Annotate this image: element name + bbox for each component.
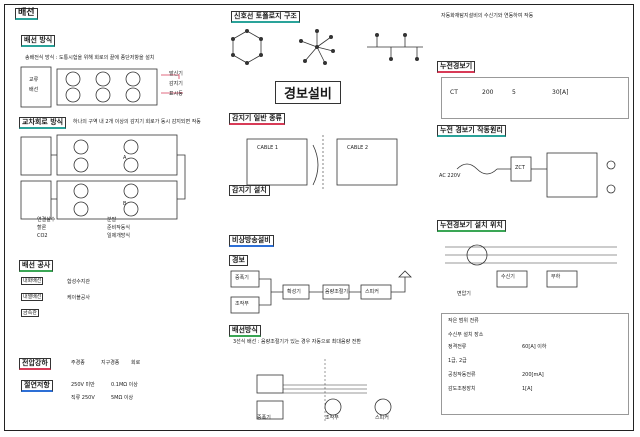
column-wiring: 배선 배선 방식 송배전식 방식 : 도통시험을 위해 회로의 끝에 종단저항을… (11, 5, 207, 430)
spec-item: 공칭작동전류 (448, 372, 476, 378)
spec-item: 1[A] (522, 386, 533, 392)
top-note: 자동화재탐지설비의 수신기와 연동하여 작동 (441, 13, 534, 19)
bottom-label: 스피커 (375, 415, 389, 421)
bullet-list: 연결살수 할론 CO2 분말 준비작동식 일제개방식 (37, 217, 187, 249)
header-insulation: 절연저항 (21, 380, 53, 392)
right-note: 발신기 (169, 71, 183, 77)
spec-item: 1급, 2급 (448, 358, 467, 364)
ac-label: AC 220V (439, 173, 461, 179)
item-text: 0.1MΩ 이상 (111, 382, 138, 388)
formula-ct: CT (450, 89, 458, 96)
block-label: 증폭기 (235, 275, 249, 281)
cable-1-label: CABLE 1 (257, 145, 279, 151)
ct-circuit-diagram (456, 152, 616, 198)
right-note: 감지기 (169, 81, 183, 87)
header-wiring-method: 배선 방식 (21, 35, 56, 47)
block-label: 음량조절기 (325, 289, 349, 295)
list-item: 일제개방식 (107, 233, 131, 239)
spec-box: 작은 범위 전류 수신부 설치 장소 정격전류 60[A] 이하 1급, 2급 … (441, 313, 629, 415)
leak-wiring-diagram (445, 244, 617, 288)
note-wiring: 송배전식 방식 : 도통시험을 위해 회로의 끝에 종단저항을 설치 (25, 55, 155, 61)
item-tag: 금속관 (21, 309, 39, 317)
spec-item: 60[A] 이하 (522, 344, 547, 350)
cable-2-label: CABLE 2 (347, 145, 369, 151)
block-label: 조작부 (235, 301, 249, 307)
formula-amp: 200 (482, 89, 494, 96)
detector-diagram (246, 135, 398, 190)
note-wiring-type: 3선식 배선 : 음량조절기가 있는 경우 자동으로 최대음량 전환 (233, 339, 361, 345)
column-alarm: 신호선 토폴로지 구조 경보설비 감지기 일반 종류 CABLE 1 CABLE… (217, 5, 431, 430)
formula-box: CT 200 5 30[A] (441, 77, 629, 119)
bottom-label: 증폭기 (257, 415, 271, 421)
broadcast-block-diagram (230, 270, 412, 314)
block-label: 확성기 (287, 289, 301, 295)
header-operation: 누전 경보기 작동원리 (437, 125, 506, 137)
item-text: 지구경종 (101, 360, 120, 366)
three-wire-diagram (256, 359, 392, 421)
spec-item: 수신부 설치 장소 (448, 332, 484, 338)
wiring-diagram (20, 66, 186, 220)
item-tag: 내열배선 (21, 293, 44, 301)
list-item: 준비작동식 (107, 225, 131, 231)
label-b: B (123, 201, 127, 207)
header-voltage-drop: 전압강하 (19, 358, 51, 370)
leak-label: 부하 (551, 274, 561, 280)
block-label: 스피커 (365, 289, 379, 295)
header-topology: 신호선 토폴로지 구조 (231, 11, 300, 23)
item-text: 250V 미만 (71, 382, 95, 388)
formula-unit: 5 (512, 89, 516, 96)
notebook-page: 배선 배선 방식 송배전식 방식 : 도통시험을 위해 회로의 끝에 종단저항을… (4, 4, 634, 431)
item-text: 5MΩ 이상 (111, 395, 134, 401)
header-cross-circuit: 교차회로 방식 (19, 117, 67, 129)
note-cross: 하나의 구역 내 2개 이상의 감지기 회로가 동시 감지되면 작동 (73, 119, 201, 125)
item-text: 주경종 (71, 360, 85, 366)
spec-item: 200[mA] (522, 372, 544, 378)
header-wiring-type: 배선방식 (229, 325, 261, 337)
item-text: 직류 250V (71, 395, 95, 401)
list-item: 할론 (37, 225, 47, 231)
zct-label: ZCT (515, 165, 525, 171)
spec-item: 정격전류 (448, 344, 467, 350)
item-text: 합성수지관 (67, 279, 91, 285)
header-power: 누전경보기 (437, 61, 476, 73)
topology-diagrams (231, 29, 423, 65)
item-text: 케이블공사 (67, 295, 91, 301)
header-smoke: 감지기 일반 종류 (229, 113, 285, 125)
item-text: 회로 (131, 360, 141, 366)
feed-label: 배선 (29, 87, 39, 93)
spec-item: 감도조정장치 (448, 386, 476, 392)
alarm-label: 경보 (229, 255, 248, 266)
spec-header: 작은 범위 전류 (448, 318, 479, 324)
list-item: CO2 (37, 233, 48, 239)
feed-label: 교류 (29, 77, 39, 83)
formula-mark: 30[A] (552, 89, 569, 96)
item-tag: 내화배선 (21, 277, 44, 285)
label-a: A (123, 155, 127, 161)
list-item: 연결살수 (37, 217, 56, 223)
leak-label: 수신기 (501, 274, 515, 280)
column-leak: 자동화재탐지설비의 수신기와 연동하여 작동 누전경보기 CT 200 5 30… (437, 5, 631, 430)
header-spot: 감지기 설치 (229, 185, 270, 196)
leak-label: 변압기 (457, 291, 471, 297)
main-title: 경보설비 (275, 81, 341, 104)
header-fire-wiring: 배선 공사 (19, 260, 54, 272)
bottom-label: 조작부 (325, 415, 339, 421)
right-note: 표시등 (169, 91, 183, 97)
section-title-wiring: 배선 (15, 8, 38, 20)
header-emergency-broadcast: 비상방송설비 (229, 235, 274, 247)
list-item: 분말 (107, 217, 117, 223)
header-leak-location: 누전경보기 설치 위치 (437, 220, 506, 232)
